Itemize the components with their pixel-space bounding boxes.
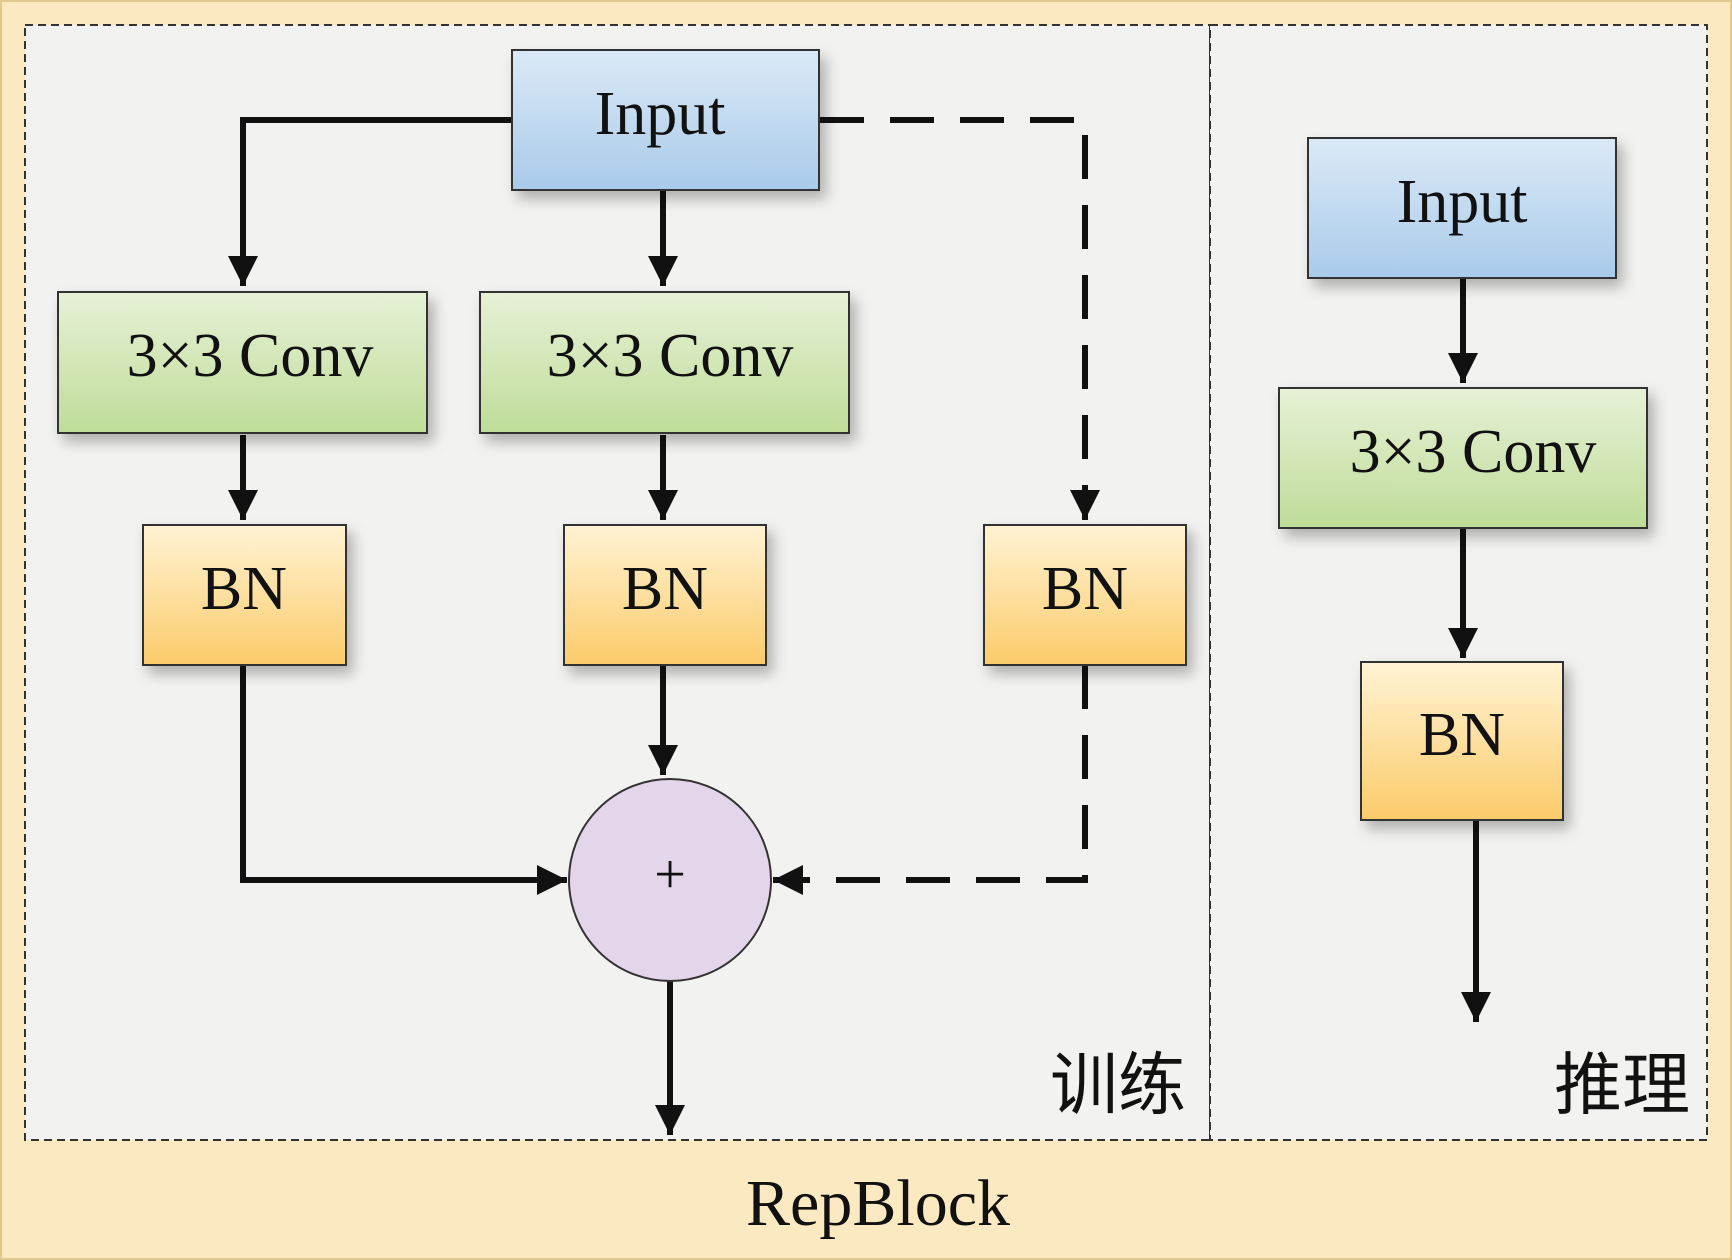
inf-input-label: Input	[1397, 168, 1528, 236]
train-input-node: Input	[511, 49, 820, 191]
train-bn2-label: BN	[622, 555, 708, 623]
training-connections	[228, 117, 1100, 1135]
train-input-label: Input	[595, 80, 726, 148]
edge-bn1-to-add	[240, 665, 567, 895]
add-node: +	[568, 778, 772, 982]
train-bn-node-1: BN	[142, 524, 347, 666]
inference-connections	[1448, 278, 1491, 1022]
edge-input-to-conv1	[228, 117, 512, 286]
edge-bn3-to-add-dashed	[773, 665, 1088, 895]
inf-conv-label: 3×3 Conv	[1350, 418, 1597, 486]
inf-input-node: Input	[1307, 137, 1617, 279]
train-conv-node-2: 3×3 Conv	[479, 291, 850, 434]
train-bn-node-2: BN	[563, 524, 767, 666]
inference-label: 推理	[1554, 1047, 1690, 1126]
figure-title: RepBlock	[746, 1167, 1010, 1240]
inf-conv-node: 3×3 Conv	[1278, 387, 1648, 529]
train-conv2-label: 3×3 Conv	[547, 322, 794, 390]
training-label: 训练	[1050, 1047, 1186, 1126]
train-bn1-label: BN	[201, 555, 287, 623]
edge-input-to-bn3-dashed	[820, 117, 1100, 520]
train-conv1-label: 3×3 Conv	[127, 322, 374, 390]
train-bn-node-3: BN	[983, 524, 1187, 666]
add-symbol: +	[654, 844, 686, 906]
inf-bn-node: BN	[1360, 661, 1564, 821]
train-bn3-label: BN	[1042, 555, 1128, 623]
inf-bn-label: BN	[1419, 701, 1505, 769]
train-conv-node-1: 3×3 Conv	[57, 291, 428, 434]
